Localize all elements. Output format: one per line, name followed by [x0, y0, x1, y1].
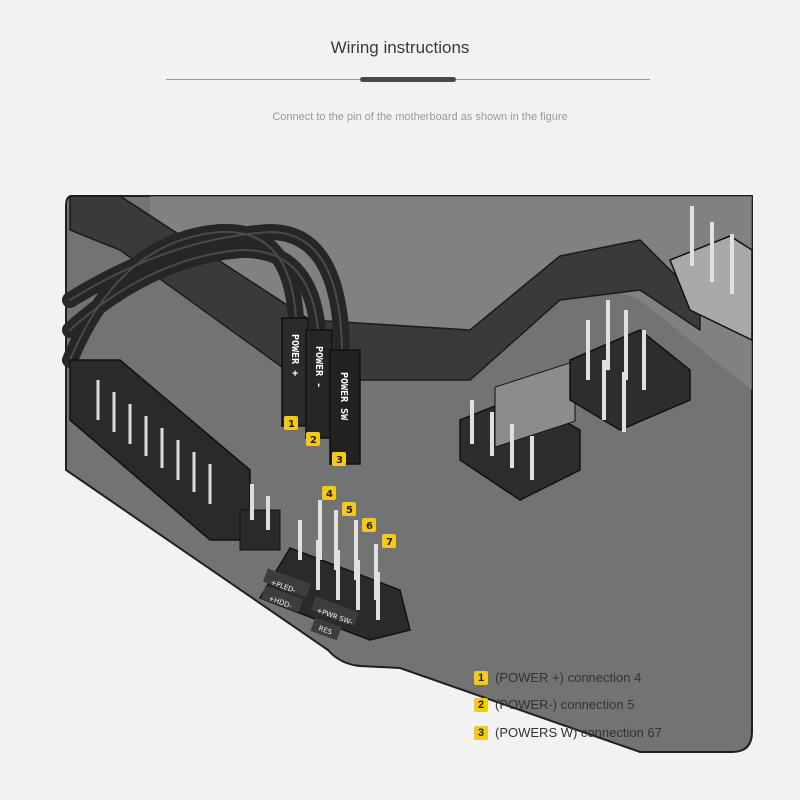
- legend-text-1: (POWER +) connection 4: [495, 670, 642, 685]
- marker-1: 1: [288, 419, 295, 430]
- marker-2: 2: [310, 435, 317, 446]
- marker-4: 4: [326, 489, 333, 500]
- legend-text-3: (POWERS W) connection 67: [495, 725, 662, 740]
- fan-header-group: [459, 206, 753, 501]
- board-ribbon: [69, 195, 701, 381]
- page-title: Wiring instructions: [330, 38, 470, 57]
- marker-5: 5: [346, 505, 353, 516]
- front-panel-cables: [62, 223, 350, 368]
- marker-6: 6: [366, 521, 373, 532]
- legend-text-2: (POWER-) connection 5: [495, 697, 635, 712]
- legend-item-1: 1 (POWER +) connection 4: [474, 670, 641, 685]
- marker-group: 1 2 3 4 5 6 7: [284, 416, 396, 548]
- page-subtitle: Connect to the pin of the motherboard as…: [272, 111, 568, 123]
- header-label-plates: [260, 568, 360, 641]
- cable-label-power-plus: POWER +: [289, 334, 300, 376]
- cable-label-power-minus: POWER -: [313, 346, 324, 388]
- legend-badge-2: 2: [474, 697, 488, 712]
- title-divider-accent: [360, 77, 456, 82]
- cable-label-power-sw: POWER SW: [338, 372, 349, 421]
- legend-item-3: 3 (POWERS W) connection 67: [474, 725, 662, 740]
- marker-3: 3: [336, 455, 343, 466]
- legend-badge-1: 1: [474, 670, 488, 685]
- legend-badge-3: 3: [474, 725, 488, 740]
- connector-housings: [281, 317, 361, 465]
- marker-7: 7: [386, 537, 393, 548]
- legend-item-2: 2 (POWER-) connection 5: [474, 697, 634, 712]
- small-pin-header: [239, 484, 281, 551]
